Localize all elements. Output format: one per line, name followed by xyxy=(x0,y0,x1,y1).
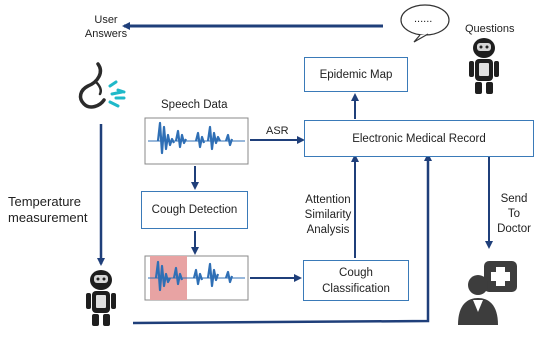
attention-line2: Similarity xyxy=(304,209,352,221)
doctor-line: Doctor xyxy=(497,223,531,235)
speech-waveform xyxy=(144,117,249,165)
cough-nose-icon xyxy=(78,62,126,109)
temperature-line1: Temperature xyxy=(8,194,81,209)
attention-label: Attention Similarity Analysis xyxy=(296,193,360,238)
bubble-dots: ...... xyxy=(414,13,433,25)
send-line: Send xyxy=(500,193,528,205)
doctor-icon xyxy=(458,261,517,325)
robot-icon xyxy=(86,270,116,326)
to-line: To xyxy=(507,208,521,220)
questions-label: Questions xyxy=(465,23,515,35)
user-label: User xyxy=(94,14,118,26)
temperature-label: Temperature measurement xyxy=(8,194,87,226)
temperature-line2: measurement xyxy=(8,210,88,225)
user-answers-label: User Answers xyxy=(76,13,136,41)
speech-bubble-icon xyxy=(400,4,450,43)
attention-line3: Analysis xyxy=(306,224,350,236)
cough-waveform xyxy=(144,255,249,301)
cough-detection-box: Cough Detection xyxy=(141,191,248,229)
cough-classification-line1: Cough xyxy=(339,266,373,279)
send-to-doctor-label: Send To Doctor xyxy=(494,192,534,237)
emr-box: Electronic Medical Record xyxy=(304,120,534,157)
cough-classification-line2: Classification xyxy=(322,282,390,295)
asr-label: ASR xyxy=(266,125,289,137)
speech-data-label: Speech Data xyxy=(161,99,228,111)
robot-icon xyxy=(469,38,499,94)
cough-classification-box: Cough Classification xyxy=(303,260,409,301)
answers-label: Answers xyxy=(84,28,128,40)
arrow-robot-to-emr xyxy=(132,153,432,325)
epidemic-map-box: Epidemic Map xyxy=(304,57,408,92)
attention-line1: Attention xyxy=(305,194,351,206)
